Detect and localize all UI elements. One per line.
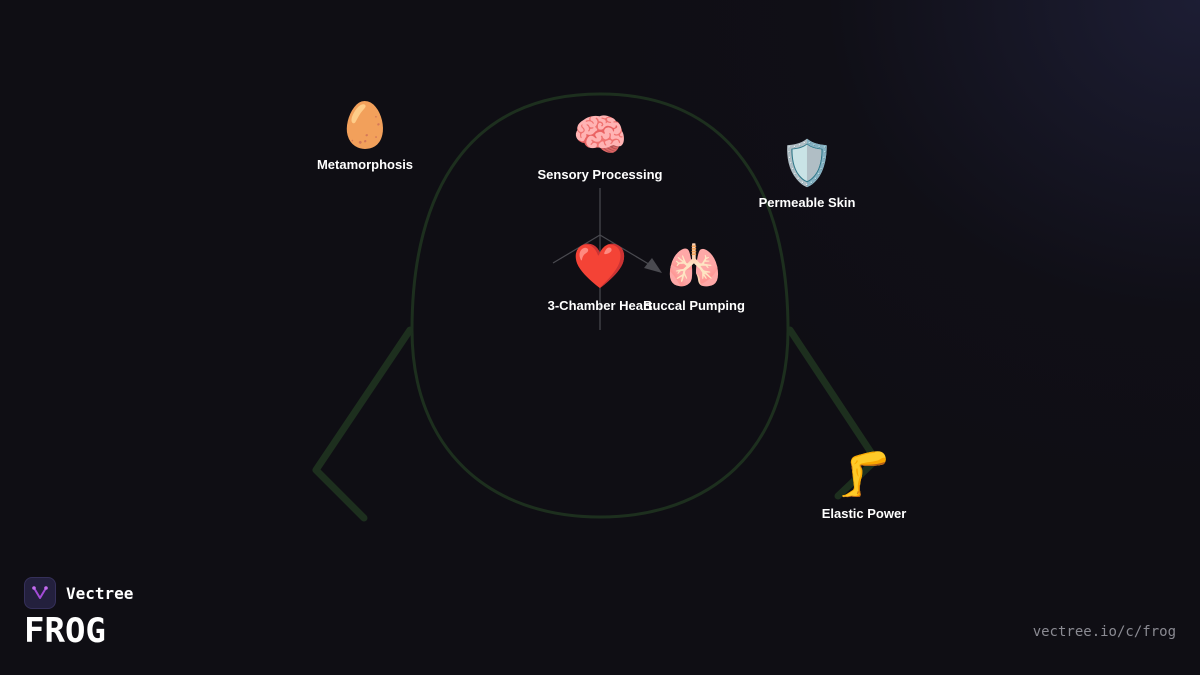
connector-left [552,234,601,264]
node-buccal-pumping[interactable]: 🫁 Buccal Pumping [643,241,745,314]
node-permeable-skin[interactable]: 🛡️ Permeable Skin [758,138,856,211]
node-label: 3-Chamber Heart [547,298,653,313]
node-label: Metamorphosis [316,157,414,172]
vectree-logo-icon [24,577,56,609]
node-label: Elastic Power [821,506,907,521]
lungs-icon: 🫁 [666,241,722,292]
node-elastic-power[interactable]: 🦵 Elastic Power [821,449,907,522]
node-metamorphosis[interactable]: 🥚 Metamorphosis [316,100,414,173]
node-label: Permeable Skin [758,195,856,210]
frog-left-leg [312,326,414,522]
brand-block: Vectree FROG [24,577,133,651]
node-3-chamber-heart[interactable]: ❤️ 3-Chamber Heart [547,241,653,314]
page-title: FROG [24,611,106,651]
frog-body-outline [410,92,790,519]
frog-right-leg [786,326,880,500]
connector-right [599,234,653,267]
node-sensory-processing[interactable]: 🧠 Sensory Processing [537,110,663,183]
page-url[interactable]: vectree.io/c/frog [1032,624,1176,640]
brand-name: Vectree [66,583,134,603]
leg-icon: 🦵 [836,449,892,500]
heart-icon: ❤️ [572,241,628,292]
egg-icon: 🥚 [337,100,393,151]
brain-icon: 🧠 [572,110,628,161]
connector-arrowhead [644,258,662,273]
node-label: Buccal Pumping [643,298,745,313]
node-label: Sensory Processing [537,167,663,182]
shield-icon: 🛡️ [779,138,835,189]
